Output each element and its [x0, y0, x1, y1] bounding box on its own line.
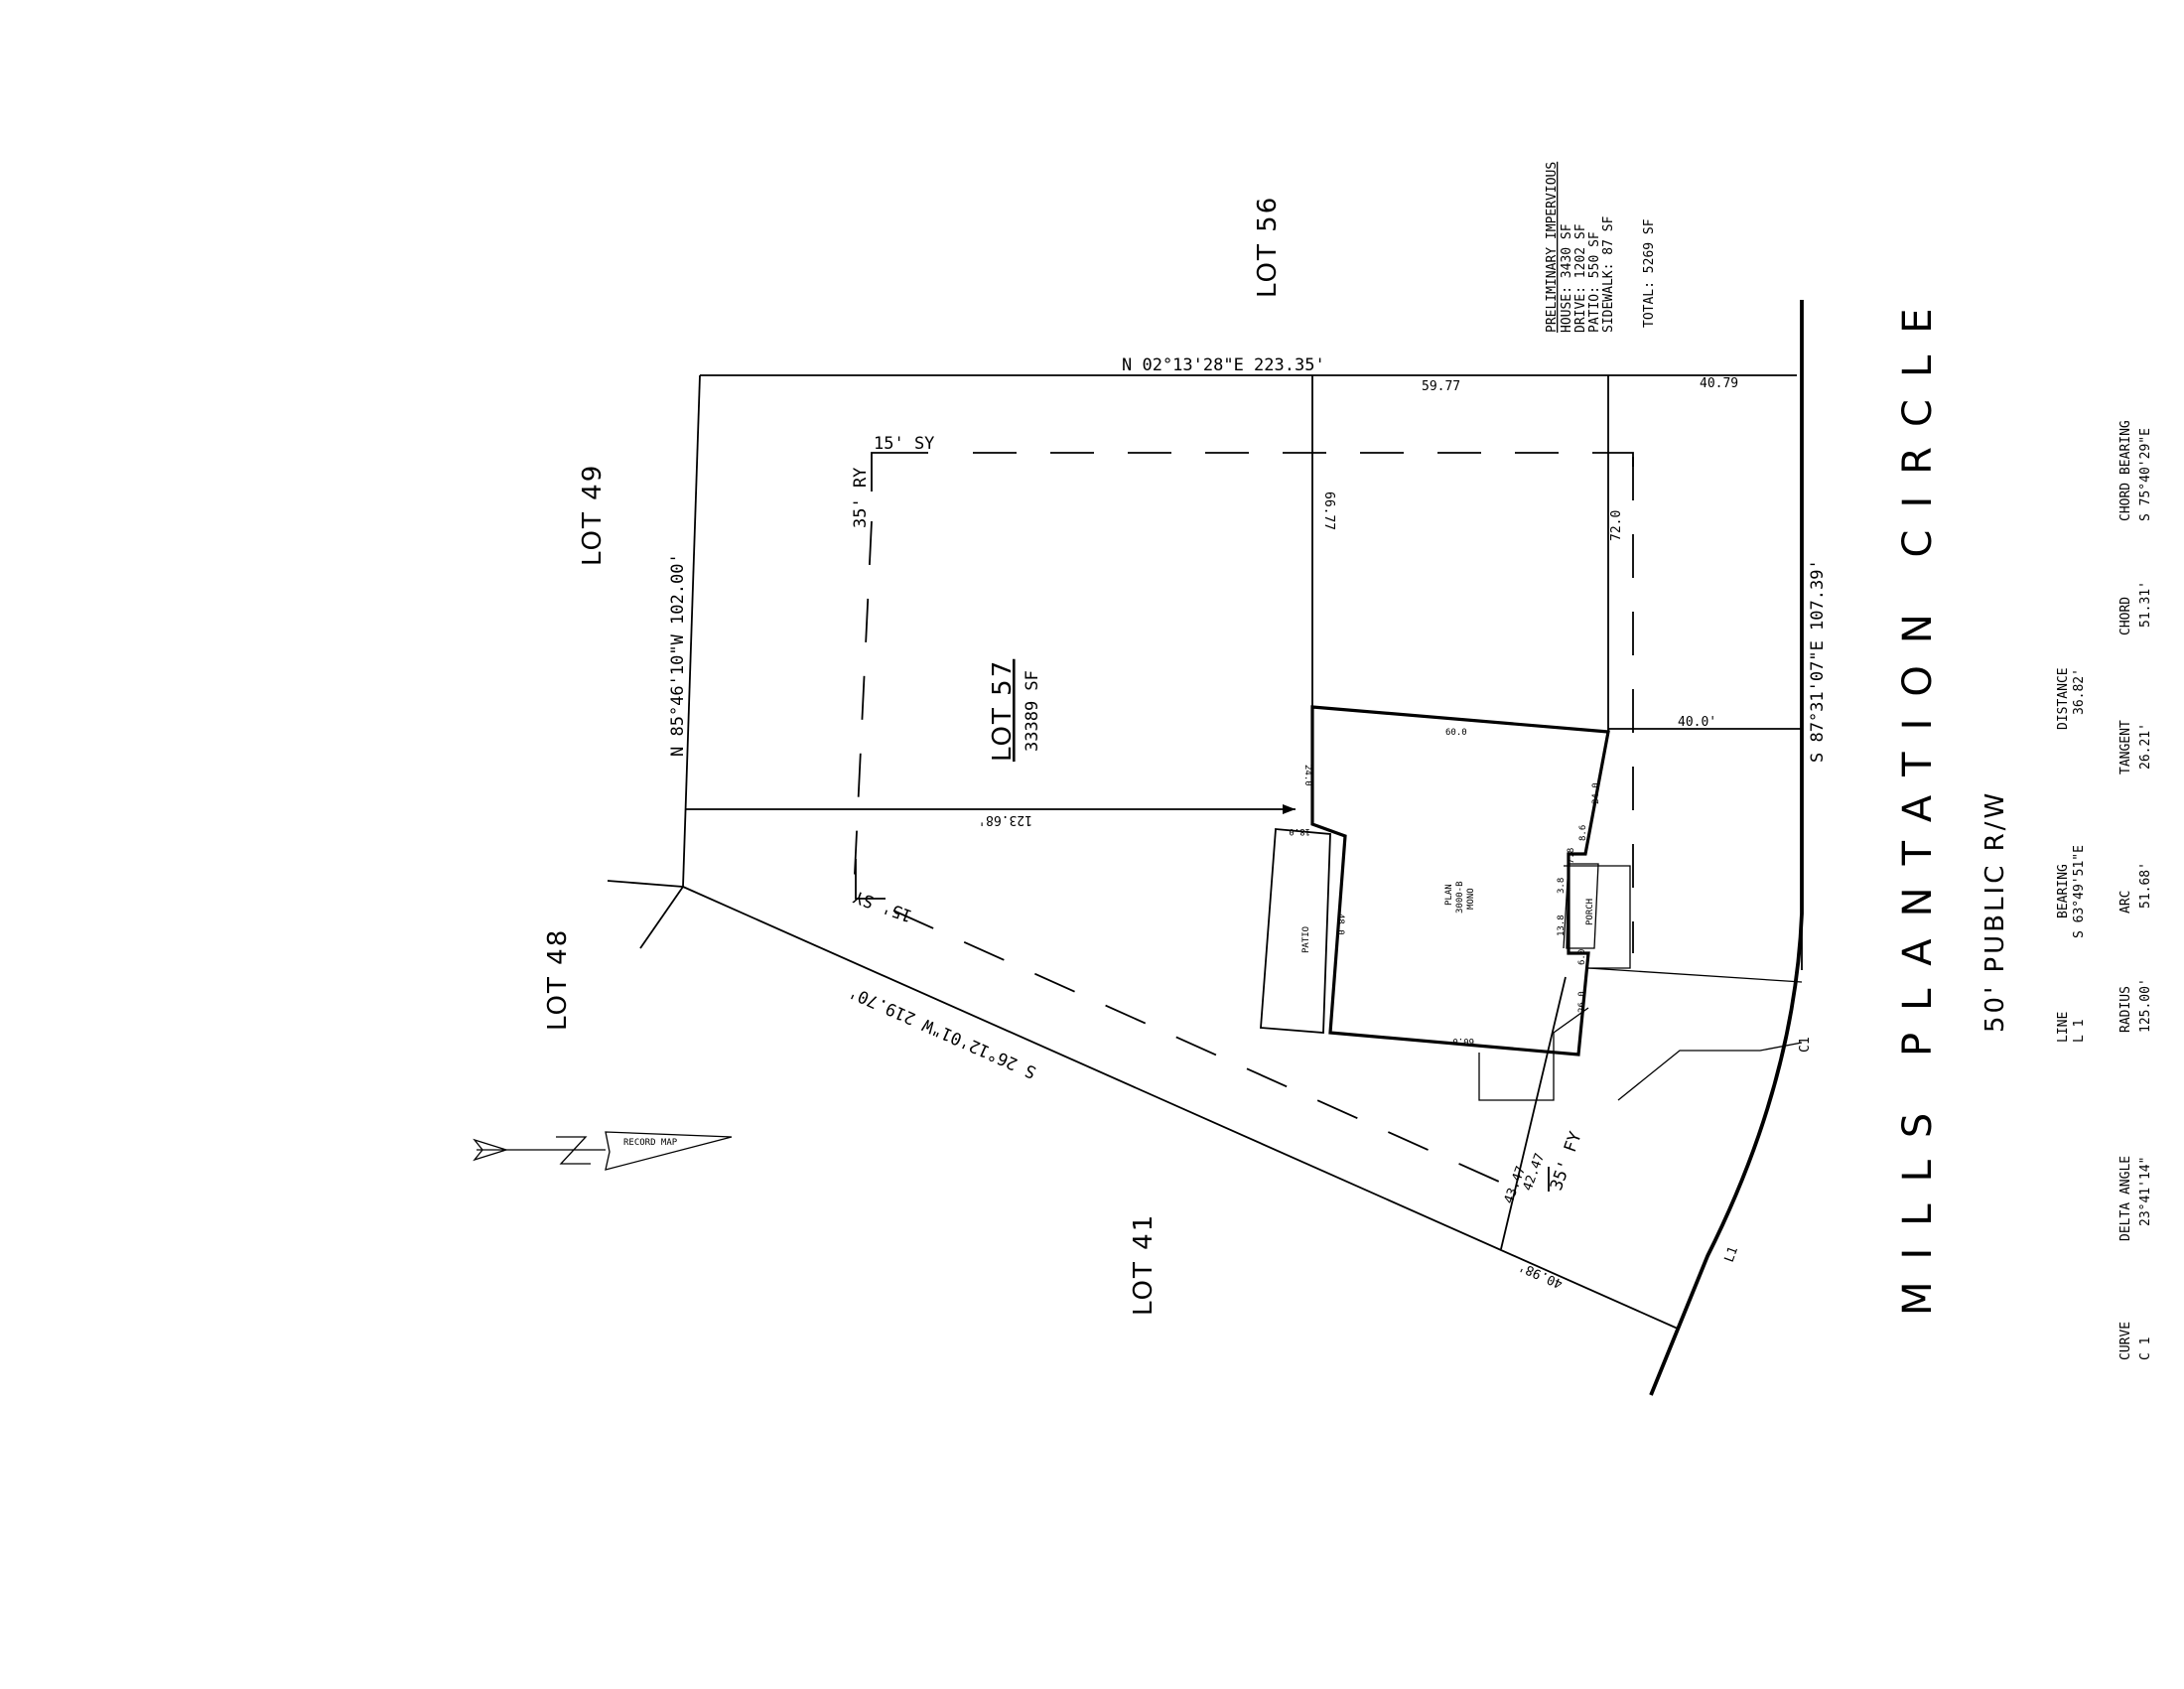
curve-table-header-chord: CHORD: [2118, 597, 2133, 635]
house-dim-left: 24.0: [1302, 765, 1312, 786]
curve-table-cell-tangent: 26.21': [2138, 723, 2153, 770]
house-plan-type: MONO: [1466, 888, 1476, 910]
dim-59-77: 59.77: [1422, 379, 1460, 394]
line-table: LINE BEARING DISTANCE L 1 S 63°49'51"E 3…: [2056, 667, 2087, 1043]
label-lot-41: LOT 41: [1129, 1213, 1159, 1316]
curve-table-cell-chord-bearing: S 75°40'29"E: [2138, 428, 2153, 521]
house-dim-right: 24.0: [1591, 782, 1601, 804]
line-table-header-bearing: BEARING: [2056, 864, 2071, 918]
house-dim-48: 48.0: [1335, 914, 1345, 935]
label-lot-57: LOT 57: [988, 659, 1018, 762]
curve-table-cell-arc: 51.68': [2138, 862, 2153, 909]
curve-table-header-radius: RADIUS: [2118, 986, 2133, 1033]
curve-table-cell-curve: C 1: [2138, 1337, 2153, 1360]
setback-sy-top: 15' SY: [874, 434, 934, 454]
patio-label: PATIO: [1301, 926, 1311, 953]
impervious-patio: PATIO: 550 SF: [1587, 231, 1602, 333]
dim-40-0: 40.0': [1678, 715, 1716, 730]
impervious-title: PRELIMINARY IMPERVIOUS: [1545, 162, 1560, 333]
bearing-west: N 85°46'10"W 102.00': [668, 553, 688, 757]
curve-table-header-chord-bearing: CHORD BEARING: [2118, 420, 2133, 521]
house-dim-6-0: 6.0: [1577, 949, 1587, 965]
lot-57-area: 33389 SF: [1023, 670, 1042, 752]
lot-57-boundary: [607, 300, 1803, 1330]
setback-sy-bottom: 15' SY: [851, 886, 915, 925]
house-dim-7-8: 7.8: [1567, 848, 1576, 864]
dim-66-77: 66.77: [1321, 492, 1336, 530]
house-dim-3-8: 3.8: [1557, 878, 1567, 894]
curve-table-header-delta: DELTA ANGLE: [2118, 1156, 2133, 1241]
curve-table-cell-chord: 51.31': [2138, 581, 2153, 628]
house-dim-top: 60.0: [1445, 728, 1467, 738]
house-footprint: [1310, 705, 1610, 1056]
north-arrow-label: RECORD MAP: [623, 1138, 678, 1148]
label-lot-49: LOT 49: [578, 464, 608, 566]
line-table-header-distance: DISTANCE: [2056, 667, 2071, 730]
setback-ry: 35' RY: [851, 468, 871, 528]
house-dim-bottom: 60.0: [1452, 1036, 1474, 1046]
impervious-total: TOTAL: 5269 SF: [1642, 218, 1657, 328]
bearing-north: N 02°13'28"E 223.35': [1122, 355, 1325, 375]
curve-table-header-curve: CURVE: [2118, 1322, 2133, 1360]
line-table-cell-bearing: S 63°49'51"E: [2072, 845, 2087, 938]
setback-fy: 35' FY: [1547, 1129, 1586, 1194]
house-plan-number: 3000-B: [1455, 881, 1465, 914]
bearing-east: S 87°31'07"E 107.39': [1808, 559, 1828, 763]
impervious-summary: PRELIMINARY IMPERVIOUS HOUSE: 3430 SF DR…: [1545, 162, 1657, 333]
impervious-house: HOUSE: 3430 SF: [1560, 223, 1574, 333]
label-lot-48: LOT 48: [543, 928, 573, 1031]
house-dim-26: 26.0: [1577, 991, 1587, 1013]
dim-72-0: 72.0: [1609, 510, 1624, 541]
street-row: 50' PUBLIC R/W: [1980, 790, 2010, 1033]
impervious-sidewalk: SIDEWALK: 87 SF: [1601, 215, 1616, 333]
segment-40-98: 40.98': [1517, 1258, 1566, 1291]
line-tag-l1: L1: [1722, 1245, 1741, 1265]
impervious-drive: DRIVE: 1202 SF: [1573, 223, 1588, 333]
setback-lines: [853, 452, 1634, 1192]
curve-tag-c1: C1: [1798, 1037, 1813, 1053]
curve-table-cell-radius: 125.00': [2138, 978, 2153, 1033]
curve-table: CURVE DELTA ANGLE RADIUS ARC TANGENT CHO…: [2118, 420, 2153, 1360]
line-table-header-line: LINE: [2056, 1012, 2071, 1043]
curve-table-cell-delta: 23°41'14": [2138, 1157, 2153, 1226]
street-name: MILLS PLANTATION CIRCLE: [1895, 286, 1941, 1316]
patio: [1260, 828, 1331, 1034]
driveway: [1478, 865, 1803, 1101]
label-lot-56: LOT 56: [1253, 196, 1283, 298]
road-edge: [1649, 300, 1804, 1396]
line-table-cell-distance: 36.82': [2072, 668, 2087, 715]
curve-table-header-arc: ARC: [2118, 891, 2133, 914]
north-arrow-icon: RECORD MAP: [473, 1131, 733, 1171]
house-dim-18: 18.0: [1289, 826, 1310, 836]
line-table-cell-line: L 1: [2072, 1020, 2087, 1043]
dim-40-79: 40.79: [1700, 376, 1738, 391]
house-dim-8-6: 8.6: [1578, 825, 1588, 841]
curve-table-header-tangent: TANGENT: [2118, 720, 2133, 774]
house-plan-label: PLAN: [1444, 884, 1454, 906]
house-dim-13-8: 13.8: [1557, 915, 1567, 936]
porch-label: PORCH: [1585, 899, 1595, 925]
dim-123-68: 123.68': [978, 812, 1032, 827]
